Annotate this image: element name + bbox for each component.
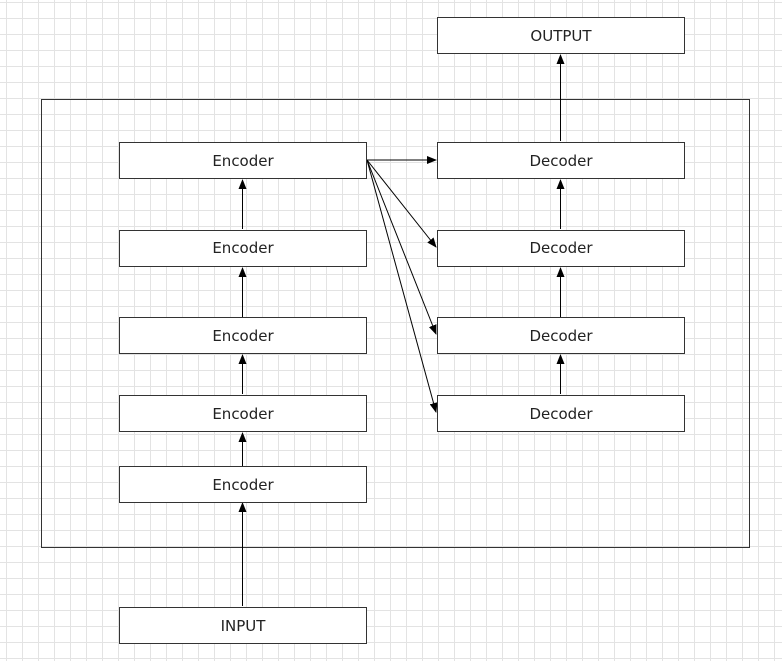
input-label: INPUT (221, 617, 267, 635)
encoder-box-1: Encoder (119, 142, 367, 179)
decoder-box-1: Decoder (437, 142, 685, 179)
decoder-box-3: Decoder (437, 317, 685, 354)
encoder-label: Encoder (212, 152, 274, 170)
edge-encoder-1-to-decoder-2 (366, 159, 437, 248)
decoder-box-2: Decoder (437, 230, 685, 267)
decoder-label: Decoder (529, 152, 593, 170)
encoder-box-5: Encoder (119, 466, 367, 503)
encoder-box-2: Encoder (119, 230, 367, 267)
input-box: INPUT (119, 607, 367, 644)
model-container (41, 99, 750, 548)
output-label: OUTPUT (530, 27, 592, 45)
decoder-label: Decoder (529, 327, 593, 345)
encoder-box-3: Encoder (119, 317, 367, 354)
decoder-label: Decoder (529, 405, 593, 423)
edges (238, 54, 565, 606)
encoder-box-4: Encoder (119, 395, 367, 432)
encoder-label: Encoder (212, 327, 274, 345)
edge-encoder-1-to-decoder-3 (366, 159, 437, 335)
encoder-label: Encoder (212, 476, 274, 494)
output-box: OUTPUT (437, 17, 685, 54)
decoder-box-4: Decoder (437, 395, 685, 432)
decoder-label: Decoder (529, 239, 593, 257)
edge-encoder-1-to-decoder-4 (366, 159, 438, 413)
encoder-label: Encoder (212, 239, 274, 257)
encoder-label: Encoder (212, 405, 274, 423)
